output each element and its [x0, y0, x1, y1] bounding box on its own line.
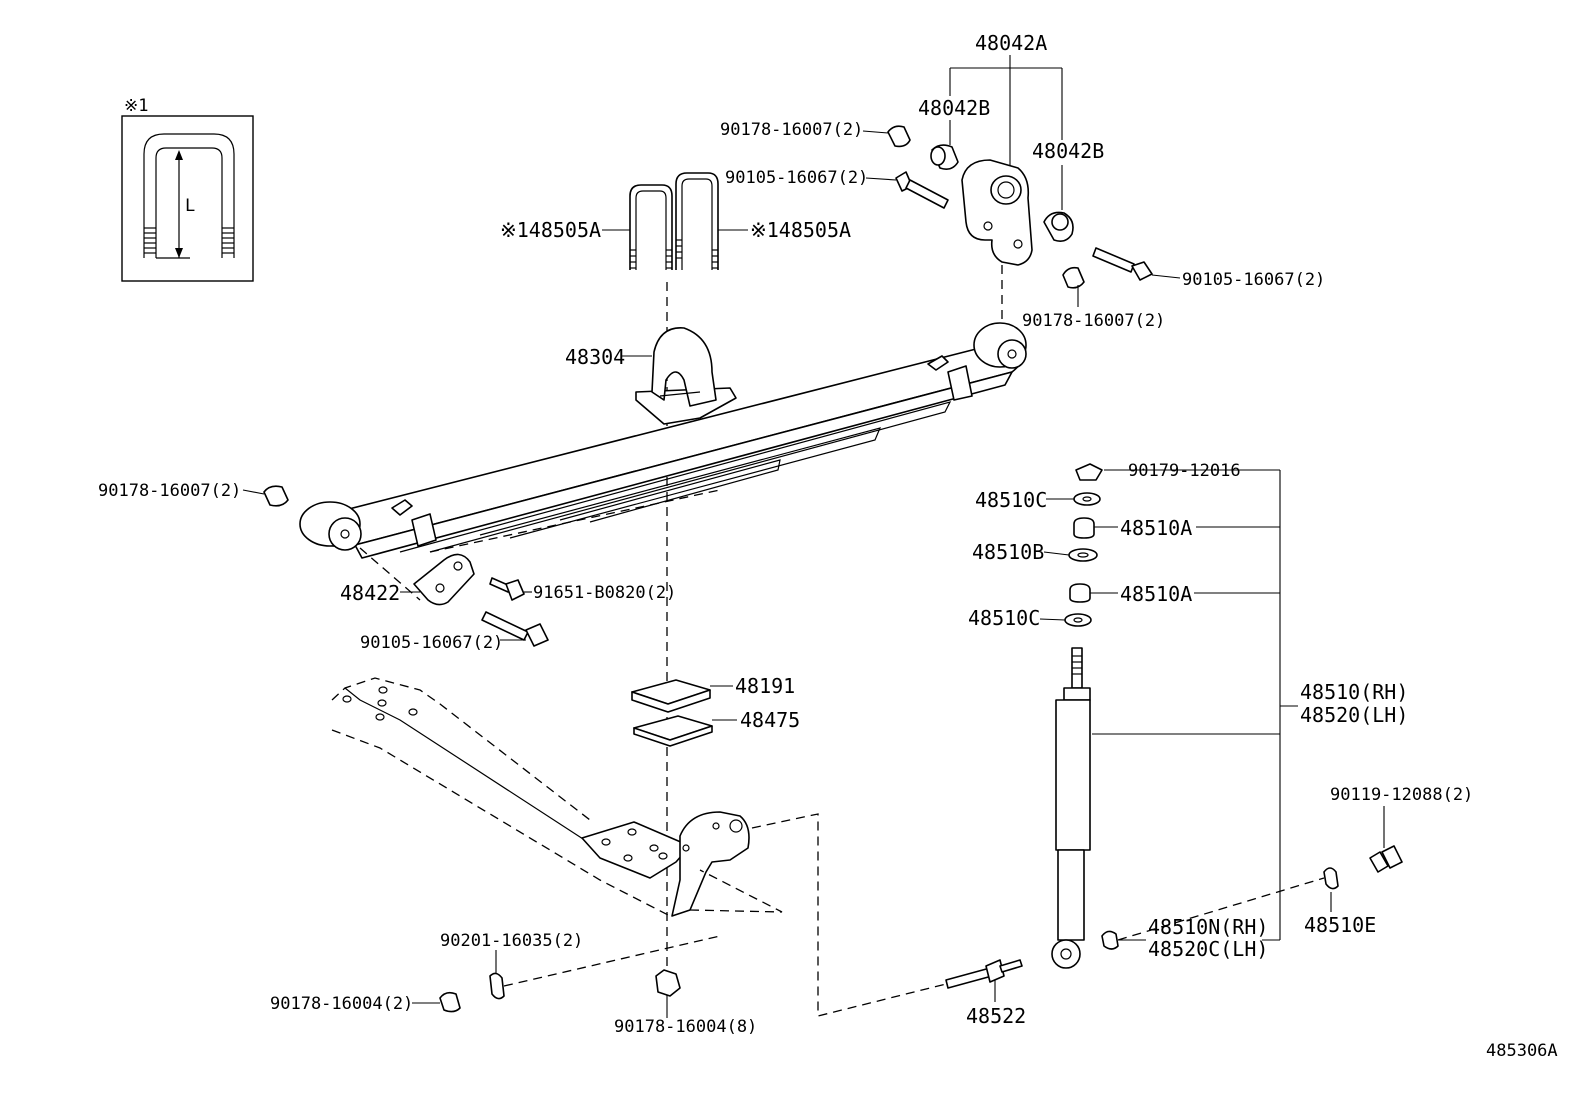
- label-48510-rh: 48510(RH): [1300, 680, 1408, 704]
- label-48304: 48304: [565, 345, 625, 369]
- label-48505a-right: ※148505A: [750, 218, 851, 242]
- label-48422: 48422: [340, 581, 400, 605]
- label-48510c-top: 48510C: [975, 488, 1047, 512]
- label-48522: 48522: [966, 1004, 1026, 1028]
- label-48510a-top: 48510A: [1120, 516, 1192, 540]
- label-48510n-rh: 48510N(RH): [1148, 915, 1268, 939]
- label-90178-16007-right: 90178-16007(2): [1022, 311, 1165, 331]
- label-48505a-left: ※148505A: [500, 218, 601, 242]
- u-bolts-48505a: [602, 172, 748, 270]
- figure-code: 485306A: [1486, 1041, 1558, 1061]
- label-48510a-bottom: 48510A: [1120, 582, 1192, 606]
- label-48520c-lh: 48520C(LH): [1148, 937, 1268, 961]
- label-90178-16004-bottom: 90178-16004(8): [614, 1017, 757, 1037]
- spring-seat-48304: [635, 327, 737, 425]
- inset-marker: ※1: [124, 96, 148, 116]
- axle-housing: [331, 677, 783, 917]
- label-90179-12016: 90179-12016: [1128, 461, 1241, 481]
- shock-absorber-48510: [1039, 463, 1403, 969]
- u-bolt-dimension-inset: ※1 L: [121, 96, 254, 282]
- nut-front-eye: [263, 485, 289, 507]
- leaf-spring: [299, 322, 1027, 601]
- shackle-fasteners: [862, 125, 1181, 307]
- shackle-assembly-48042a: [930, 55, 1074, 266]
- label-90201-16035: 90201-16035(2): [440, 931, 583, 951]
- label-48042b-left: 48042B: [918, 96, 990, 120]
- label-48510b: 48510B: [972, 540, 1044, 564]
- label-90105-16067-bottom: 90105-16067(2): [360, 633, 503, 653]
- label-48191: 48191: [735, 674, 795, 698]
- label-90105-16067-right: 90105-16067(2): [1182, 270, 1325, 290]
- label-48510c-bottom: 48510C: [968, 606, 1040, 630]
- stud-48522: [945, 959, 1023, 1002]
- inset-dimension-label: L: [185, 196, 195, 216]
- shackle-plate-48422: [400, 553, 549, 647]
- lower-fasteners: [412, 935, 721, 1018]
- label-90119-12088: 90119-12088(2): [1330, 785, 1473, 805]
- label-90178-16004-left: 90178-16004(2): [270, 994, 413, 1014]
- label-48475: 48475: [740, 708, 800, 732]
- label-48042a: 48042A: [975, 31, 1047, 55]
- label-90178-16007-left: 90178-16007(2): [98, 481, 241, 501]
- label-90178-16007-top: 90178-16007(2): [720, 120, 863, 140]
- label-90105-16067-top: 90105-16067(2): [725, 168, 868, 188]
- label-48510e: 48510E: [1304, 913, 1376, 937]
- label-48042b-right: 48042B: [1032, 139, 1104, 163]
- label-91651-b0820: 91651-B0820(2): [533, 583, 676, 603]
- label-48520-lh: 48520(LH): [1300, 703, 1408, 727]
- pads-48191-48475: [631, 679, 737, 747]
